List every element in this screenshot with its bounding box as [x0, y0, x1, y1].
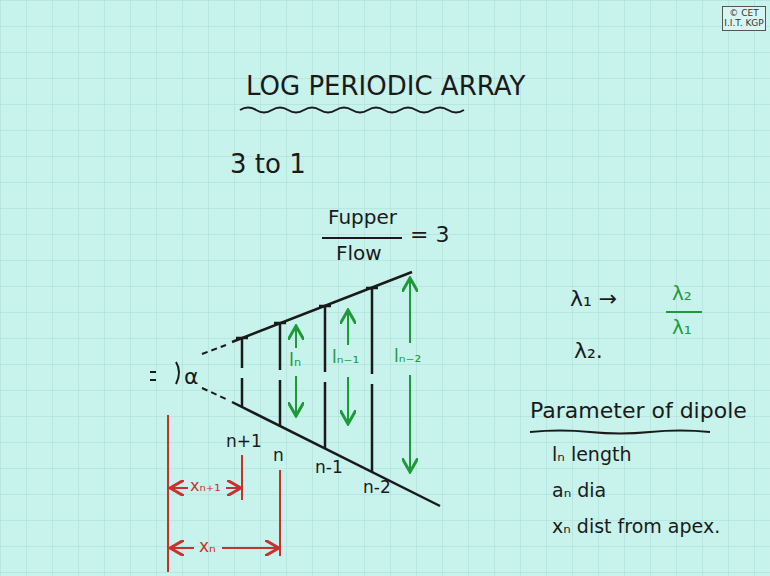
- watermark: © CET I.I.T. KGP: [722, 6, 766, 31]
- parameter-item: xₙ dist from apex.: [552, 516, 720, 538]
- page-title: LOG PERIODIC ARRAY: [246, 72, 525, 102]
- wavelength-ratio: λ₂: [672, 282, 692, 305]
- element-index: n-2: [363, 478, 391, 498]
- length-label: lₙ₋₂: [394, 347, 421, 367]
- lower-frequency: Flow: [336, 242, 382, 265]
- parameter-item: aₙ dia: [552, 480, 606, 502]
- element-index: n-1: [315, 458, 343, 478]
- parameter-heading: Parameter of dipole: [530, 398, 747, 423]
- apex-angle: α: [184, 364, 199, 389]
- wavelength-ratio: λ₁: [672, 316, 692, 339]
- ratio-value: = 3: [410, 222, 449, 247]
- length-label: lₙ₋₁: [332, 348, 359, 368]
- element-index: n: [273, 446, 284, 466]
- distance-label: xₙ: [199, 537, 216, 557]
- parameter-item: lₙ length: [552, 444, 631, 466]
- length-label: lₙ: [289, 350, 301, 371]
- upper-frequency: Fupper: [328, 206, 397, 229]
- element-index: n+1: [226, 432, 262, 452]
- wavelength-note: λ₂.: [574, 338, 603, 363]
- distance-label: xₙ₊₁: [190, 477, 221, 495]
- ratio-note: 3 to 1: [230, 150, 306, 180]
- wavelength-note: λ₁ →: [570, 286, 617, 311]
